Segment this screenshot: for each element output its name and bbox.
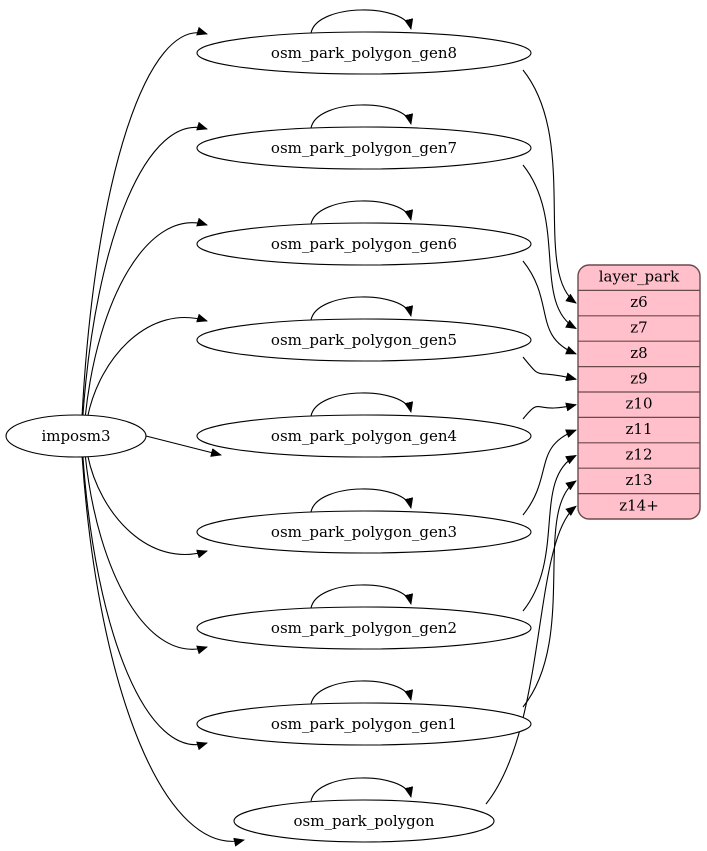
table-body bbox=[578, 265, 700, 519]
edge-gen3-to-row-z11 bbox=[522, 429, 577, 516]
table-row-label: z8 bbox=[630, 344, 647, 362]
table-row-label: z14+ bbox=[619, 496, 659, 514]
node-gen6-label: osm_park_polygon_gen6 bbox=[271, 235, 457, 253]
node-gen8-label: osm_park_polygon_gen8 bbox=[271, 44, 457, 62]
edges-from-imposm3 bbox=[81, 26, 245, 847]
edges-to-layer-park bbox=[485, 69, 577, 805]
edge-imposm3-to-gen4 bbox=[145, 435, 222, 457]
edge-imposm3-to-gen2 bbox=[84, 454, 208, 655]
edge-poly-to-row-z14plus bbox=[485, 505, 577, 805]
self-loop-gen6 bbox=[310, 200, 414, 225]
self-loop-gen5 bbox=[310, 296, 414, 321]
node-gen7-label: osm_park_polygon_gen7 bbox=[271, 139, 457, 157]
self-loop-gen8 bbox=[310, 9, 414, 34]
node-gen1-label: osm_park_polygon_gen1 bbox=[271, 715, 457, 733]
self-loop-gen2 bbox=[310, 584, 414, 609]
edge-imposm3-to-gen8 bbox=[81, 26, 208, 418]
table-row-z6[interactable]: z6 bbox=[630, 293, 647, 311]
self-loop-gen1 bbox=[310, 680, 414, 705]
self-loop-gen3 bbox=[310, 488, 414, 513]
self-loop-gen7 bbox=[310, 104, 414, 129]
self-loop-poly bbox=[310, 777, 414, 802]
edge-gen1-to-row-z13 bbox=[522, 480, 577, 708]
edge-gen2-to-row-z12 bbox=[522, 455, 577, 612]
node-gen5-label: osm_park_polygon_gen5 bbox=[271, 331, 457, 349]
table-row-label: z7 bbox=[630, 319, 647, 337]
node-gen3-label: osm_park_polygon_gen3 bbox=[271, 523, 457, 541]
self-loop-gen4 bbox=[310, 392, 414, 417]
node-gen2-label: osm_park_polygon_gen2 bbox=[271, 619, 457, 637]
table-header-label: layer_park bbox=[599, 268, 680, 286]
table-row-label: z13 bbox=[626, 471, 653, 489]
table-row-label: z10 bbox=[626, 395, 653, 413]
table-outline bbox=[577, 264, 701, 520]
node-gen2-shape bbox=[196, 606, 532, 650]
node-gen4-shape bbox=[196, 414, 532, 458]
node-gen5[interactable]: osm_park_polygon_gen5 bbox=[196, 318, 532, 362]
table-row-label: z12 bbox=[626, 446, 653, 464]
node-gen1[interactable]: osm_park_polygon_gen1 bbox=[196, 702, 532, 746]
node-gen3-shape bbox=[196, 510, 532, 554]
table-row-label: z9 bbox=[630, 369, 647, 387]
node-gen6[interactable]: osm_park_polygon_gen6 bbox=[196, 222, 532, 266]
edge-imposm3-to-gen1 bbox=[82, 454, 208, 751]
node-gen1-shape bbox=[196, 702, 532, 746]
edge-gen6-to-row-z8 bbox=[522, 260, 577, 355]
edge-imposm3-to-gen3 bbox=[87, 454, 208, 559]
node-gen3[interactable]: osm_park_polygon_gen3 bbox=[196, 510, 532, 554]
edge-imposm3-to-gen7 bbox=[82, 121, 208, 418]
node-gen2[interactable]: osm_park_polygon_gen2 bbox=[196, 606, 532, 650]
table-row-z12[interactable]: z12 bbox=[626, 446, 653, 464]
table-row-label: z6 bbox=[630, 293, 647, 311]
node-gen7[interactable]: osm_park_polygon_gen7 bbox=[196, 126, 532, 170]
layer-park-table[interactable]: layer_park z6 z7 z8 z9 z10 z11 z12 z13 z14+ bbox=[577, 264, 701, 520]
edge-gen8-to-row-z6 bbox=[522, 69, 577, 304]
edge-imposm3-to-gen5 bbox=[87, 313, 208, 418]
node-poly-shape bbox=[233, 799, 495, 843]
node-gen7-shape bbox=[196, 126, 532, 170]
self-loop-edges bbox=[310, 9, 414, 802]
edge-imposm3-to-gen6 bbox=[84, 217, 208, 418]
node-gen5-shape bbox=[196, 318, 532, 362]
node-poly-label: osm_park_polygon bbox=[294, 812, 435, 830]
table-row-z14plus[interactable]: z14+ bbox=[619, 496, 659, 514]
table-row-z13[interactable]: z13 bbox=[626, 471, 653, 489]
edge-gen4-to-row-z10 bbox=[522, 402, 577, 420]
node-gen4[interactable]: osm_park_polygon_gen4 bbox=[196, 414, 532, 458]
edge-imposm3-to-poly bbox=[81, 454, 245, 847]
table-row-label: z11 bbox=[626, 420, 653, 438]
node-imposm3-label: imposm3 bbox=[41, 427, 110, 445]
table-row-z9[interactable]: z9 bbox=[630, 369, 647, 387]
node-imposm3-shape bbox=[5, 414, 147, 458]
node-gen8[interactable]: osm_park_polygon_gen8 bbox=[196, 31, 532, 75]
node-gen4-label: osm_park_polygon_gen4 bbox=[271, 427, 457, 445]
table-row-z7[interactable]: z7 bbox=[630, 319, 647, 337]
table-row-z8[interactable]: z8 bbox=[630, 344, 647, 362]
node-imposm3[interactable]: imposm3 bbox=[5, 414, 147, 458]
edge-gen7-to-row-z7 bbox=[522, 164, 577, 329]
node-poly[interactable]: osm_park_polygon bbox=[233, 799, 495, 843]
edge-gen5-to-row-z9 bbox=[522, 356, 577, 382]
node-gen6-shape bbox=[196, 222, 532, 266]
ellipse-nodes: osm_park_polygon_gen8 osm_park_polygon_ge… bbox=[196, 31, 532, 843]
table-row-z10[interactable]: z10 bbox=[626, 395, 653, 413]
source-node-imposm3[interactable]: imposm3 bbox=[5, 414, 147, 458]
node-gen8-shape bbox=[196, 31, 532, 75]
table-row-z11[interactable]: z11 bbox=[626, 420, 653, 438]
